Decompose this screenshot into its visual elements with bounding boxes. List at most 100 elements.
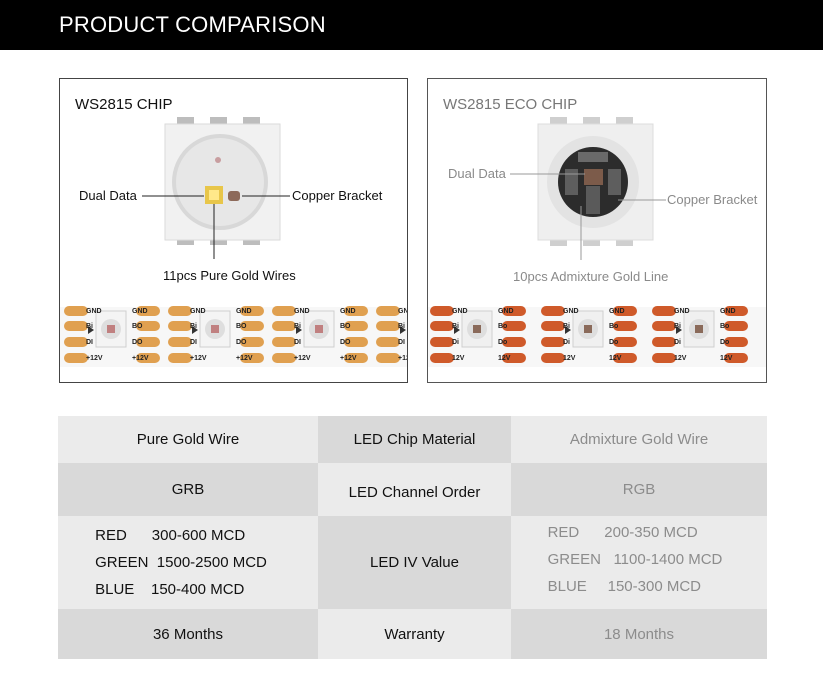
- strip-pad-label: GND: [452, 308, 468, 315]
- strip-pad-label: GND: [720, 308, 736, 315]
- strip-pad-label: DI: [398, 339, 405, 346]
- strip-pad-label: +12V: [86, 355, 103, 362]
- gold-wires-callout: 11pcs Pure Gold Wires: [163, 268, 296, 283]
- dual-data-callout: Dual Data: [448, 166, 506, 181]
- strip-pad-label: Bo: [498, 323, 507, 330]
- strip-pad-label: Do: [498, 339, 507, 346]
- strip-pad-label: GND: [132, 308, 148, 315]
- left-iv-specs: RED 300-600 MCD GREEN 1500-2500 MCD BLUE…: [95, 522, 267, 603]
- right-cell: RED 200-350 MCD GREEN 1100-1400 MCD BLUE…: [511, 516, 767, 609]
- row-label: LED Channel Order: [318, 463, 511, 516]
- right-iv-specs: RED 200-350 MCD GREEN 1100-1400 MCD BLUE…: [548, 519, 723, 600]
- strip-pad-label: +12V: [190, 355, 207, 362]
- strip-pad-label: DI: [86, 339, 93, 346]
- strip-pad-label: DO: [132, 339, 143, 346]
- strip-pad-label: BO: [132, 323, 143, 330]
- ws2815-eco-chip-image: [510, 117, 666, 260]
- strip-pad-label: GND: [609, 308, 625, 315]
- right-cell: 18 Months: [511, 609, 767, 659]
- strip-pad-label: BO: [340, 323, 351, 330]
- strip-pad-label: GND: [498, 308, 514, 315]
- strip-pad-label: +12V: [294, 355, 311, 362]
- page-title: PRODUCT COMPARISON: [59, 12, 326, 37]
- strip-pad-label: GND: [340, 308, 356, 315]
- row-label: Warranty: [318, 609, 511, 659]
- strip-pad-label: Bi: [190, 323, 197, 330]
- led-segment: [430, 306, 526, 363]
- table-row: Pure Gold Wire LED Chip Material Admixtu…: [58, 416, 767, 463]
- chip-title: WS2815 ECO CHIP: [443, 96, 578, 113]
- led-segment: [64, 306, 160, 363]
- strip-pad-label: DI: [294, 339, 301, 346]
- strip-pad-label: DI: [190, 339, 197, 346]
- admixture-gold-line-callout: 10pcs Admixture Gold Line: [513, 269, 669, 284]
- table-row: RED 300-600 MCD GREEN 1500-2500 MCD BLUE…: [58, 516, 767, 609]
- spec-line: RED 300-600 MCD: [95, 527, 246, 544]
- right-cell: RGB: [511, 463, 767, 516]
- strip-pad-label: +12V: [132, 355, 149, 362]
- led-segment: [376, 306, 406, 363]
- strip-pad-label: Di: [563, 339, 570, 346]
- comparison-table: Pure Gold Wire LED Chip Material Admixtu…: [58, 416, 767, 659]
- strip-pad-label: DO: [340, 339, 351, 346]
- strip-pad-label: Bi: [452, 323, 459, 330]
- spec-line: GREEN 1500-2500 MCD: [95, 554, 267, 571]
- led-segment: [541, 306, 637, 363]
- row-label: LED IV Value: [318, 516, 511, 609]
- strip-pad-label: Bi: [674, 323, 681, 330]
- strip-pad-label: +12V: [398, 355, 408, 362]
- strip-pad-label: GND: [86, 308, 102, 315]
- strip-pad-label: Di: [452, 339, 459, 346]
- strip-pad-label: Do: [720, 339, 729, 346]
- ws2815-chip-panel: WS2815 CHIP Dual Data Copper Bracket 11p…: [59, 78, 408, 383]
- spec-line: BLUE 150-300 MCD: [547, 578, 701, 595]
- strip-pad-label: BO: [236, 323, 247, 330]
- copper-bracket-callout: Copper Bracket: [292, 188, 383, 203]
- spec-line: GREEN 1100-1400 MCD: [547, 551, 723, 568]
- strip-pad-label: Bi: [294, 323, 301, 330]
- strip-pad-label: +12V: [340, 355, 357, 362]
- strip-pad-label: 12V: [563, 355, 576, 362]
- strip-pad-label: Bo: [720, 323, 729, 330]
- spec-line: RED 200-350 MCD: [547, 524, 698, 541]
- strip-pad-label: Do: [609, 339, 618, 346]
- left-cell: Pure Gold Wire: [58, 416, 318, 463]
- right-cell: Admixture Gold Wire: [511, 416, 767, 463]
- strip-pad-label: Bi: [86, 323, 93, 330]
- row-label: LED Chip Material: [318, 416, 511, 463]
- left-cell: GRB: [58, 463, 318, 516]
- strip-pad-label: 12V: [674, 355, 687, 362]
- strip-pad-label: GND: [190, 308, 206, 315]
- left-cell: RED 300-600 MCD GREEN 1500-2500 MCD BLUE…: [58, 516, 318, 609]
- strip-pad-label: 12V: [720, 355, 733, 362]
- strip-pad-label: +12V: [236, 355, 253, 362]
- strip-pad-label: Bo: [609, 323, 618, 330]
- strip-pad-label: 12V: [609, 355, 622, 362]
- strip-pad-label: 12V: [498, 355, 511, 362]
- table-row: GRB LED Channel Order RGB: [58, 463, 767, 516]
- dual-data-callout: Dual Data: [79, 188, 137, 203]
- strip-pad-label: Di: [674, 339, 681, 346]
- ws2815-chip-image: [142, 117, 290, 259]
- strip-pad-label: GND: [674, 308, 690, 315]
- strip-pad-label: GND: [398, 308, 408, 315]
- led-segment: [272, 306, 368, 363]
- table-row: 36 Months Warranty 18 Months: [58, 609, 767, 659]
- left-cell: 36 Months: [58, 609, 318, 659]
- strip-pad-label: Bi: [563, 323, 570, 330]
- strip-pad-label: GND: [294, 308, 310, 315]
- spec-line: BLUE 150-400 MCD: [95, 581, 245, 598]
- strip-pad-label: 12V: [452, 355, 465, 362]
- ws2815-eco-chip-panel: WS2815 ECO CHIP Dual Data Copper Bracket…: [427, 78, 767, 383]
- strip-pad-label: DO: [236, 339, 247, 346]
- strip-pad-label: Bi: [398, 323, 405, 330]
- led-segment: [652, 306, 748, 363]
- chip-title: WS2815 CHIP: [75, 96, 173, 113]
- led-segment: [168, 306, 264, 363]
- page-header: PRODUCT COMPARISON: [0, 0, 823, 50]
- strip-pad-label: GND: [563, 308, 579, 315]
- strip-pad-label: GND: [236, 308, 252, 315]
- copper-bracket-callout: Copper Bracket: [667, 192, 758, 207]
